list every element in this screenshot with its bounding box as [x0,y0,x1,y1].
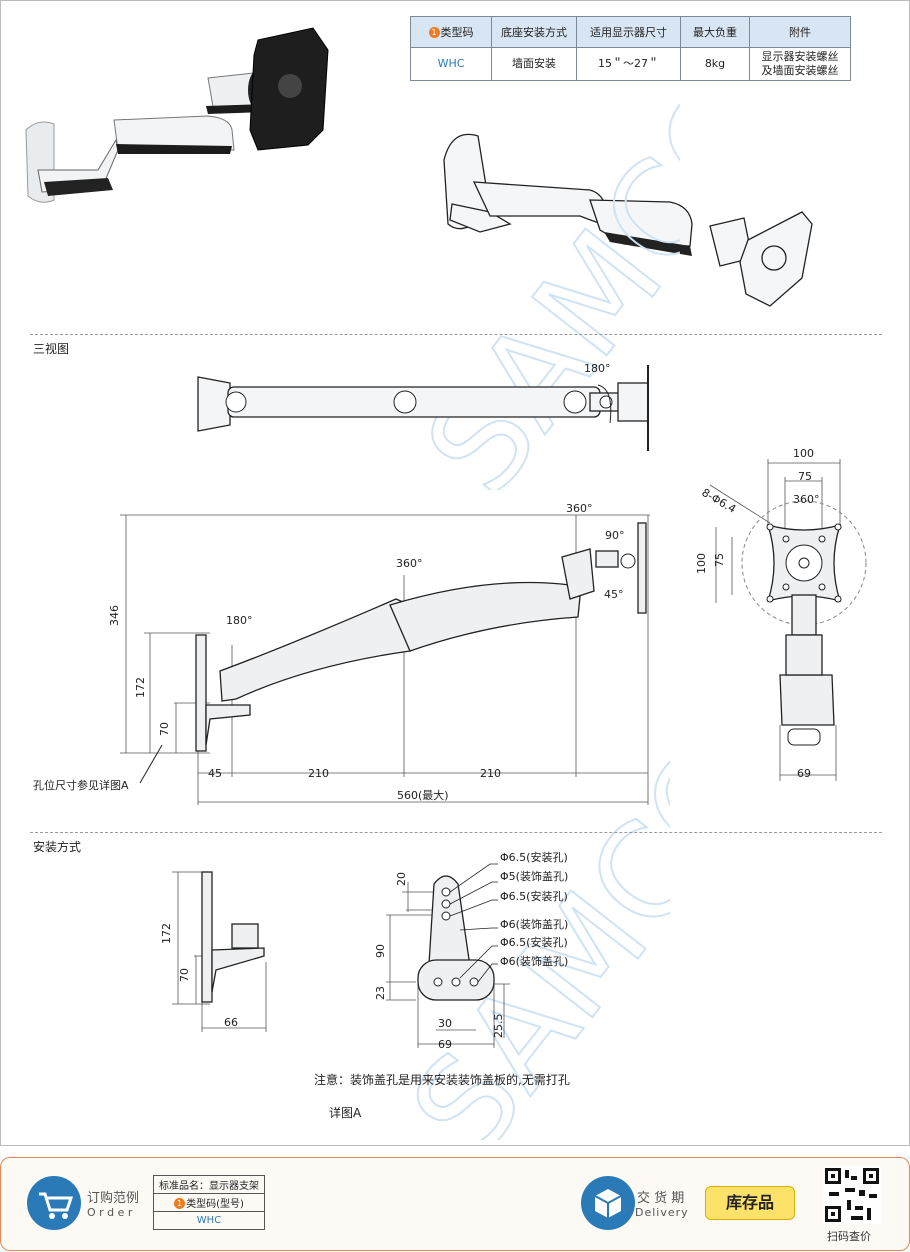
angle-360-mid: 360° [396,557,423,570]
header-accessory: 附件 [749,16,851,48]
badge-icon: 1 [428,27,440,38]
detail-label-6: Φ6(装饰盖孔) [500,955,569,968]
table-row: WHC 墙面安装 15＂～27＂ 8kg 显示器安装螺丝及墙面安装螺丝 [410,47,851,81]
dim-210-b: 210 [480,767,501,780]
watermark: SAMCO [395,90,680,490]
angle-90: 90° [605,529,625,542]
dim-560: 560(最大) [397,789,449,802]
front-dim-100h: 100 [695,553,708,574]
cell-code: WHC [410,47,492,81]
install-dim-66: 66 [224,1016,238,1029]
front-view-drawing [709,459,867,781]
divider-2 [30,832,882,833]
install-side-drawing [172,871,267,1032]
scan-price: 扫码查价 [827,1230,871,1243]
section-three-view: 三视图 [33,342,70,356]
isometric-drawing [443,133,813,307]
top-angle-180: 180° [584,362,611,375]
front-dim-69: 69 [797,767,811,780]
detail-dim-25: 25.5 [492,1013,505,1039]
delivery-box-icon [581,1176,635,1230]
front-angle-360: 360° [793,493,820,506]
stock-badge: 库存品 [705,1186,795,1220]
detail-dim-69: 69 [438,1038,452,1051]
hole-note: 孔位尺寸参见详图A [33,779,129,792]
header-size: 适用显示器尺寸 [576,16,681,48]
front-dim-75w: 75 [798,470,812,483]
cell-size: 15＂～27＂ [576,47,681,81]
type-value: WHC [153,1211,265,1230]
cell-load: 8kg [680,47,750,81]
front-dim-100w: 100 [793,447,814,460]
delivery-cn: 交 货 期 [637,1191,685,1206]
front-dim-75h: 75 [713,553,726,567]
install-dim-70: 70 [178,968,191,982]
detail-a-label: 详图A [329,1106,362,1120]
dim-172: 172 [134,677,147,698]
badge-icon: 1 [174,1198,186,1209]
detail-dim-90: 90 [374,944,387,958]
install-note: 注意：装饰盖孔是用来安装装饰盖板的,无需打孔 [314,1073,570,1087]
watermark-2: SAMCO [381,720,670,1140]
cart-icon [27,1176,81,1230]
product-photo [25,27,329,203]
angle-45: 45° [604,588,624,601]
top-view-drawing [197,365,649,451]
detail-dim-20: 20 [395,872,408,886]
angle-180: 180° [226,614,253,627]
detail-dim-23: 23 [374,986,387,1000]
dim-70: 70 [158,722,171,736]
detail-a-drawing [386,863,510,1048]
header-mount: 底座安装方式 [491,16,577,48]
detail-dim-30: 30 [438,1017,452,1030]
detail-label-4: Φ6(装饰盖孔) [500,918,569,931]
order-en: O r d e r [87,1206,133,1219]
std-name: 标准品名：显示器支架 [153,1175,265,1194]
dim-45: 45 [208,767,222,780]
cell-mount: 墙面安装 [491,47,577,81]
qr-code-icon[interactable] [823,1166,881,1224]
divider [30,334,882,335]
order-cn: 订购范例 [87,1191,140,1206]
detail-label-5: Φ6.5(安装孔) [500,936,568,949]
cell-accessory: 显示器安装螺丝及墙面安装螺丝 [749,47,851,81]
detail-label-1: Φ6.5(安装孔) [500,851,568,864]
dim-346: 346 [108,605,121,626]
install-dim-172: 172 [160,923,173,944]
detail-label-2: Φ5(装饰盖孔) [500,870,569,883]
delivery-en: Delivery [635,1206,689,1219]
angle-360-top: 360° [566,502,593,515]
dim-210-a: 210 [308,767,329,780]
detail-label-3: Φ6.5(安装孔) [500,890,568,903]
section-install: 安装方式 [33,840,82,854]
side-view-drawing [120,514,650,805]
header-load: 最大负重 [680,16,750,48]
